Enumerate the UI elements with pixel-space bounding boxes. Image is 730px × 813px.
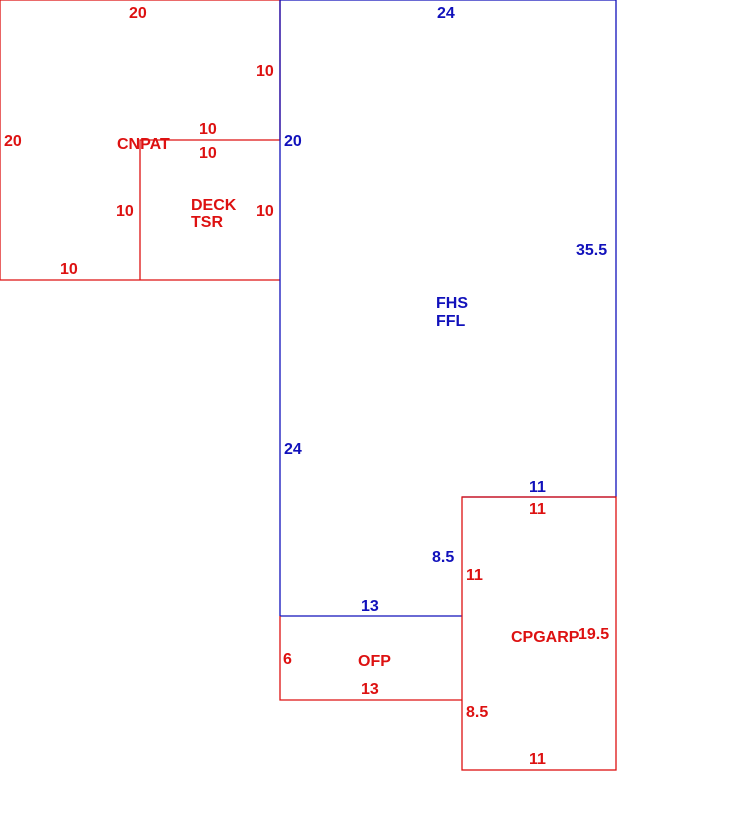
dim-cpgarp-bottom: 11 <box>529 751 546 768</box>
cnpat-label: CNPAT <box>117 136 170 153</box>
dim-deck-right: 10 <box>256 203 274 220</box>
deck-label-line1: DECK <box>191 197 237 214</box>
dim-cpgarp-left-upper: 11 <box>466 567 483 584</box>
cpgarp-label: CPGARP <box>511 629 580 646</box>
dim-cnpat-top: 20 <box>129 5 147 22</box>
dim-cnpat-bottom: 10 <box>60 261 78 278</box>
ofp-label: OFP <box>358 653 391 670</box>
dim-cpgarp-right: 19.5 <box>578 626 609 643</box>
fhs-label-line2: FFL <box>436 313 466 330</box>
dim-ofp-bottom: 13 <box>361 681 379 698</box>
dim-cnpat-left: 20 <box>4 133 22 150</box>
dim-fhs-left-upper: 20 <box>284 133 302 150</box>
dim-fhs-step: 11 <box>529 479 546 496</box>
ofp-outline <box>279 616 462 701</box>
dim-fhs-right: 35.5 <box>576 242 607 259</box>
deck-label-line2: TSR <box>191 214 223 231</box>
dim-cpgarp-left-lower: 8.5 <box>466 704 488 721</box>
dim-fhs-inner-vertical: 8.5 <box>432 549 454 566</box>
dim-cnpat-step-top: 10 <box>199 121 217 138</box>
dim-fhs-bottom: 13 <box>361 598 379 615</box>
dim-ofp-left: 6 <box>283 651 292 668</box>
fhs-label-line1: FHS <box>436 295 468 312</box>
dim-deck-left: 10 <box>116 203 134 220</box>
dim-cpgarp-top: 11 <box>529 501 546 518</box>
dim-fhs-top: 24 <box>437 5 455 22</box>
dim-cnpat-step-bottom: 10 <box>199 145 217 162</box>
dim-fhs-left-lower: 24 <box>284 441 302 458</box>
deck-outline <box>139 139 280 280</box>
cpgarp-outline <box>461 496 617 771</box>
dim-cnpat-right-upper: 10 <box>256 63 274 80</box>
fhs-outline <box>279 0 617 616</box>
